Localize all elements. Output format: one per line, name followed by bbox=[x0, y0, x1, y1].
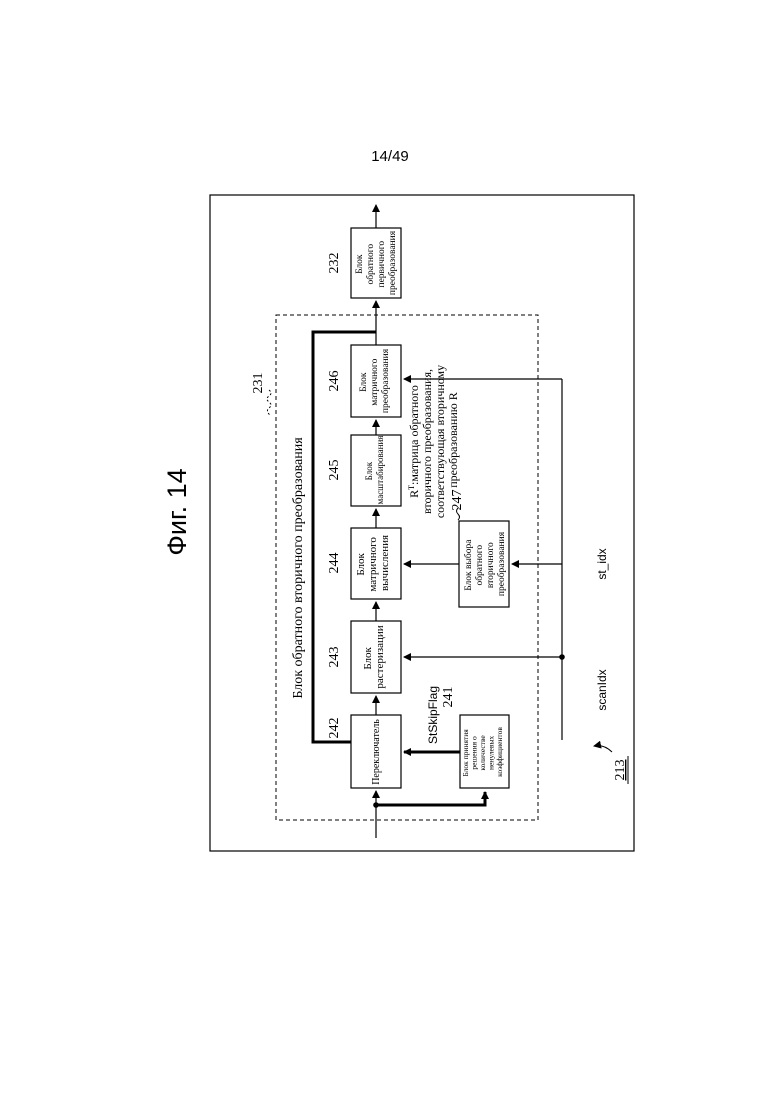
block-241-ref: 241 bbox=[441, 687, 456, 708]
group-ref-leader bbox=[267, 390, 271, 416]
block-246-ref: 246 bbox=[327, 371, 342, 392]
block-241-label: Блок принятия решения о количестве ненул… bbox=[461, 727, 504, 777]
device-ref: 213 bbox=[613, 760, 628, 781]
block-247-ref: 247 bbox=[450, 490, 465, 511]
device-ref-leader bbox=[594, 746, 612, 752]
group-ref: 231 bbox=[251, 373, 266, 394]
figure-title: Фиг. 14 bbox=[162, 468, 192, 555]
block-232-ref: 232 bbox=[327, 253, 342, 274]
group-label: Блок обратного вторичного преобразования bbox=[291, 437, 306, 699]
block-242-ref: 242 bbox=[327, 718, 342, 739]
stidx-label: st_idx bbox=[595, 548, 609, 579]
scanidx-label: scanIdx bbox=[595, 669, 609, 710]
flag-label: StSkipFlag bbox=[426, 686, 440, 744]
block-245-ref: 245 bbox=[327, 460, 342, 481]
block-243-ref: 243 bbox=[327, 647, 342, 668]
branch-to-241 bbox=[376, 792, 485, 805]
block-242-label: Переключатель bbox=[371, 719, 382, 785]
block-244-ref: 244 bbox=[327, 553, 342, 574]
